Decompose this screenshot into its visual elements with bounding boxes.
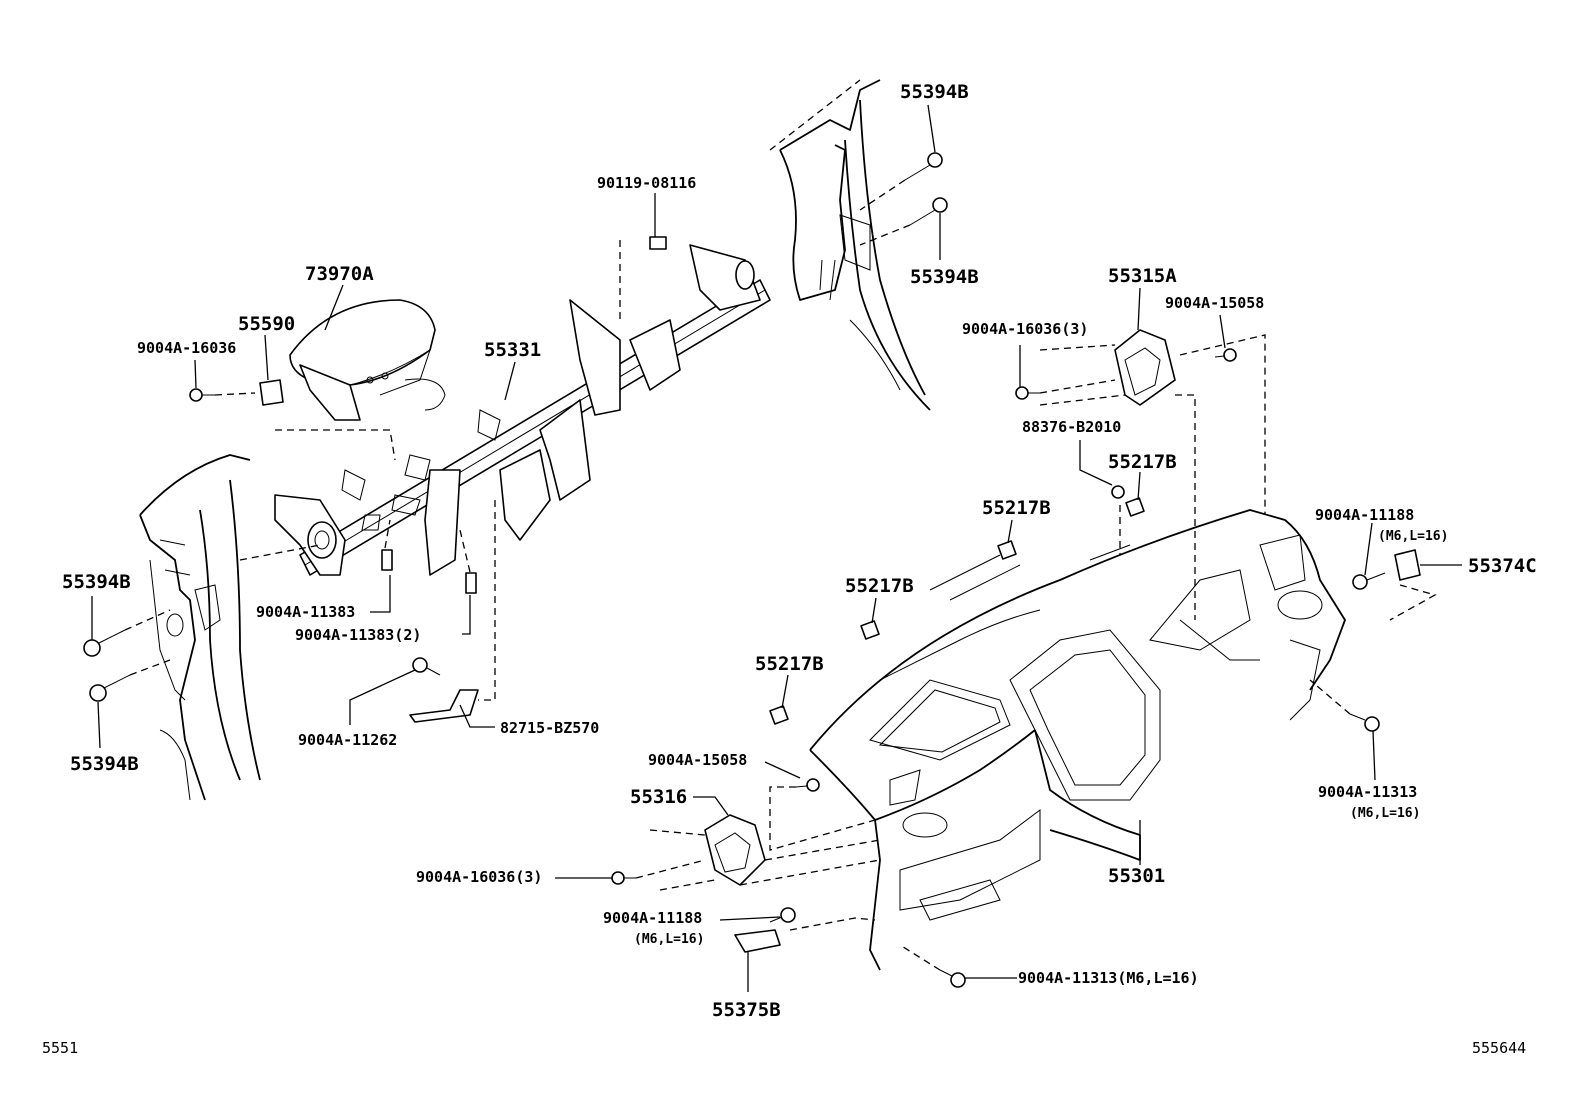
label-9004A-11188-upper: 9004A-11188 [1315,506,1414,524]
label-55217B-4: 55217B [755,653,824,675]
label-9004A-11188-lower: 9004A-11188 [603,909,702,927]
label-55301: 55301 [1108,865,1165,887]
footer-code-left: 5551 [42,1039,78,1057]
part-labels: 55394B 55394B 90119-08116 73970A 55590 9… [62,81,1537,1021]
label-9004A-11313-upper: 9004A-11313 [1318,783,1417,801]
label-55217B-1: 55217B [1108,451,1177,473]
label-9004A-15058-lower: 9004A-15058 [648,751,747,769]
label-73970A: 73970A [305,263,374,285]
label-55590: 55590 [238,313,295,335]
label-55394B-left1: 55394B [62,571,131,593]
label-9004A-11383: 9004A-11383 [256,603,355,621]
label-9004A-15058-upper: 9004A-15058 [1165,294,1264,312]
label-55394B-top2: 55394B [910,266,979,288]
label-9004A-11188-lower-spec: (M6,L=16) [634,932,704,947]
label-55375B: 55375B [712,999,781,1021]
brackets-drawing [259,329,1421,953]
right-pillar-drawing [769,79,931,411]
label-90119-08116: 90119-08116 [597,174,696,192]
label-9004A-16036-3-upper: 9004A-16036(3) [962,320,1088,338]
fasteners-drawing [83,152,1386,988]
label-55316: 55316 [630,786,687,808]
panel-reinforcement-drawing [274,244,771,576]
label-55217B-2: 55217B [982,497,1051,519]
label-82715-BZ570: 82715-BZ570 [500,719,599,737]
label-9004A-16036: 9004A-16036 [137,339,236,357]
label-55331: 55331 [484,339,541,361]
label-55217B-3: 55217B [845,575,914,597]
label-9004A-11313-upper-spec: (M6,L=16) [1350,806,1420,821]
footer-code-right: 555644 [1472,1039,1526,1057]
label-55394B-left2: 55394B [70,753,139,775]
label-55315A: 55315A [1108,265,1177,287]
label-9004A-11188-upper-spec: (M6,L=16) [1378,529,1448,544]
assembly-lines [124,179,1437,971]
label-88376-B2010: 88376-B2010 [1022,418,1121,436]
leader-lines [91,104,1462,992]
airbag-drawing [289,299,446,421]
label-55394B-top1: 55394B [900,81,969,103]
label-9004A-11383-2: 9004A-11383(2) [295,626,421,644]
label-9004A-11313-lower: 9004A-11313(M6,L=16) [1018,969,1199,987]
label-9004A-11262: 9004A-11262 [298,731,397,749]
label-9004A-16036-3-lower: 9004A-16036(3) [416,868,542,886]
label-55374C: 55374C [1468,555,1537,577]
left-pillar-drawing [139,454,261,801]
